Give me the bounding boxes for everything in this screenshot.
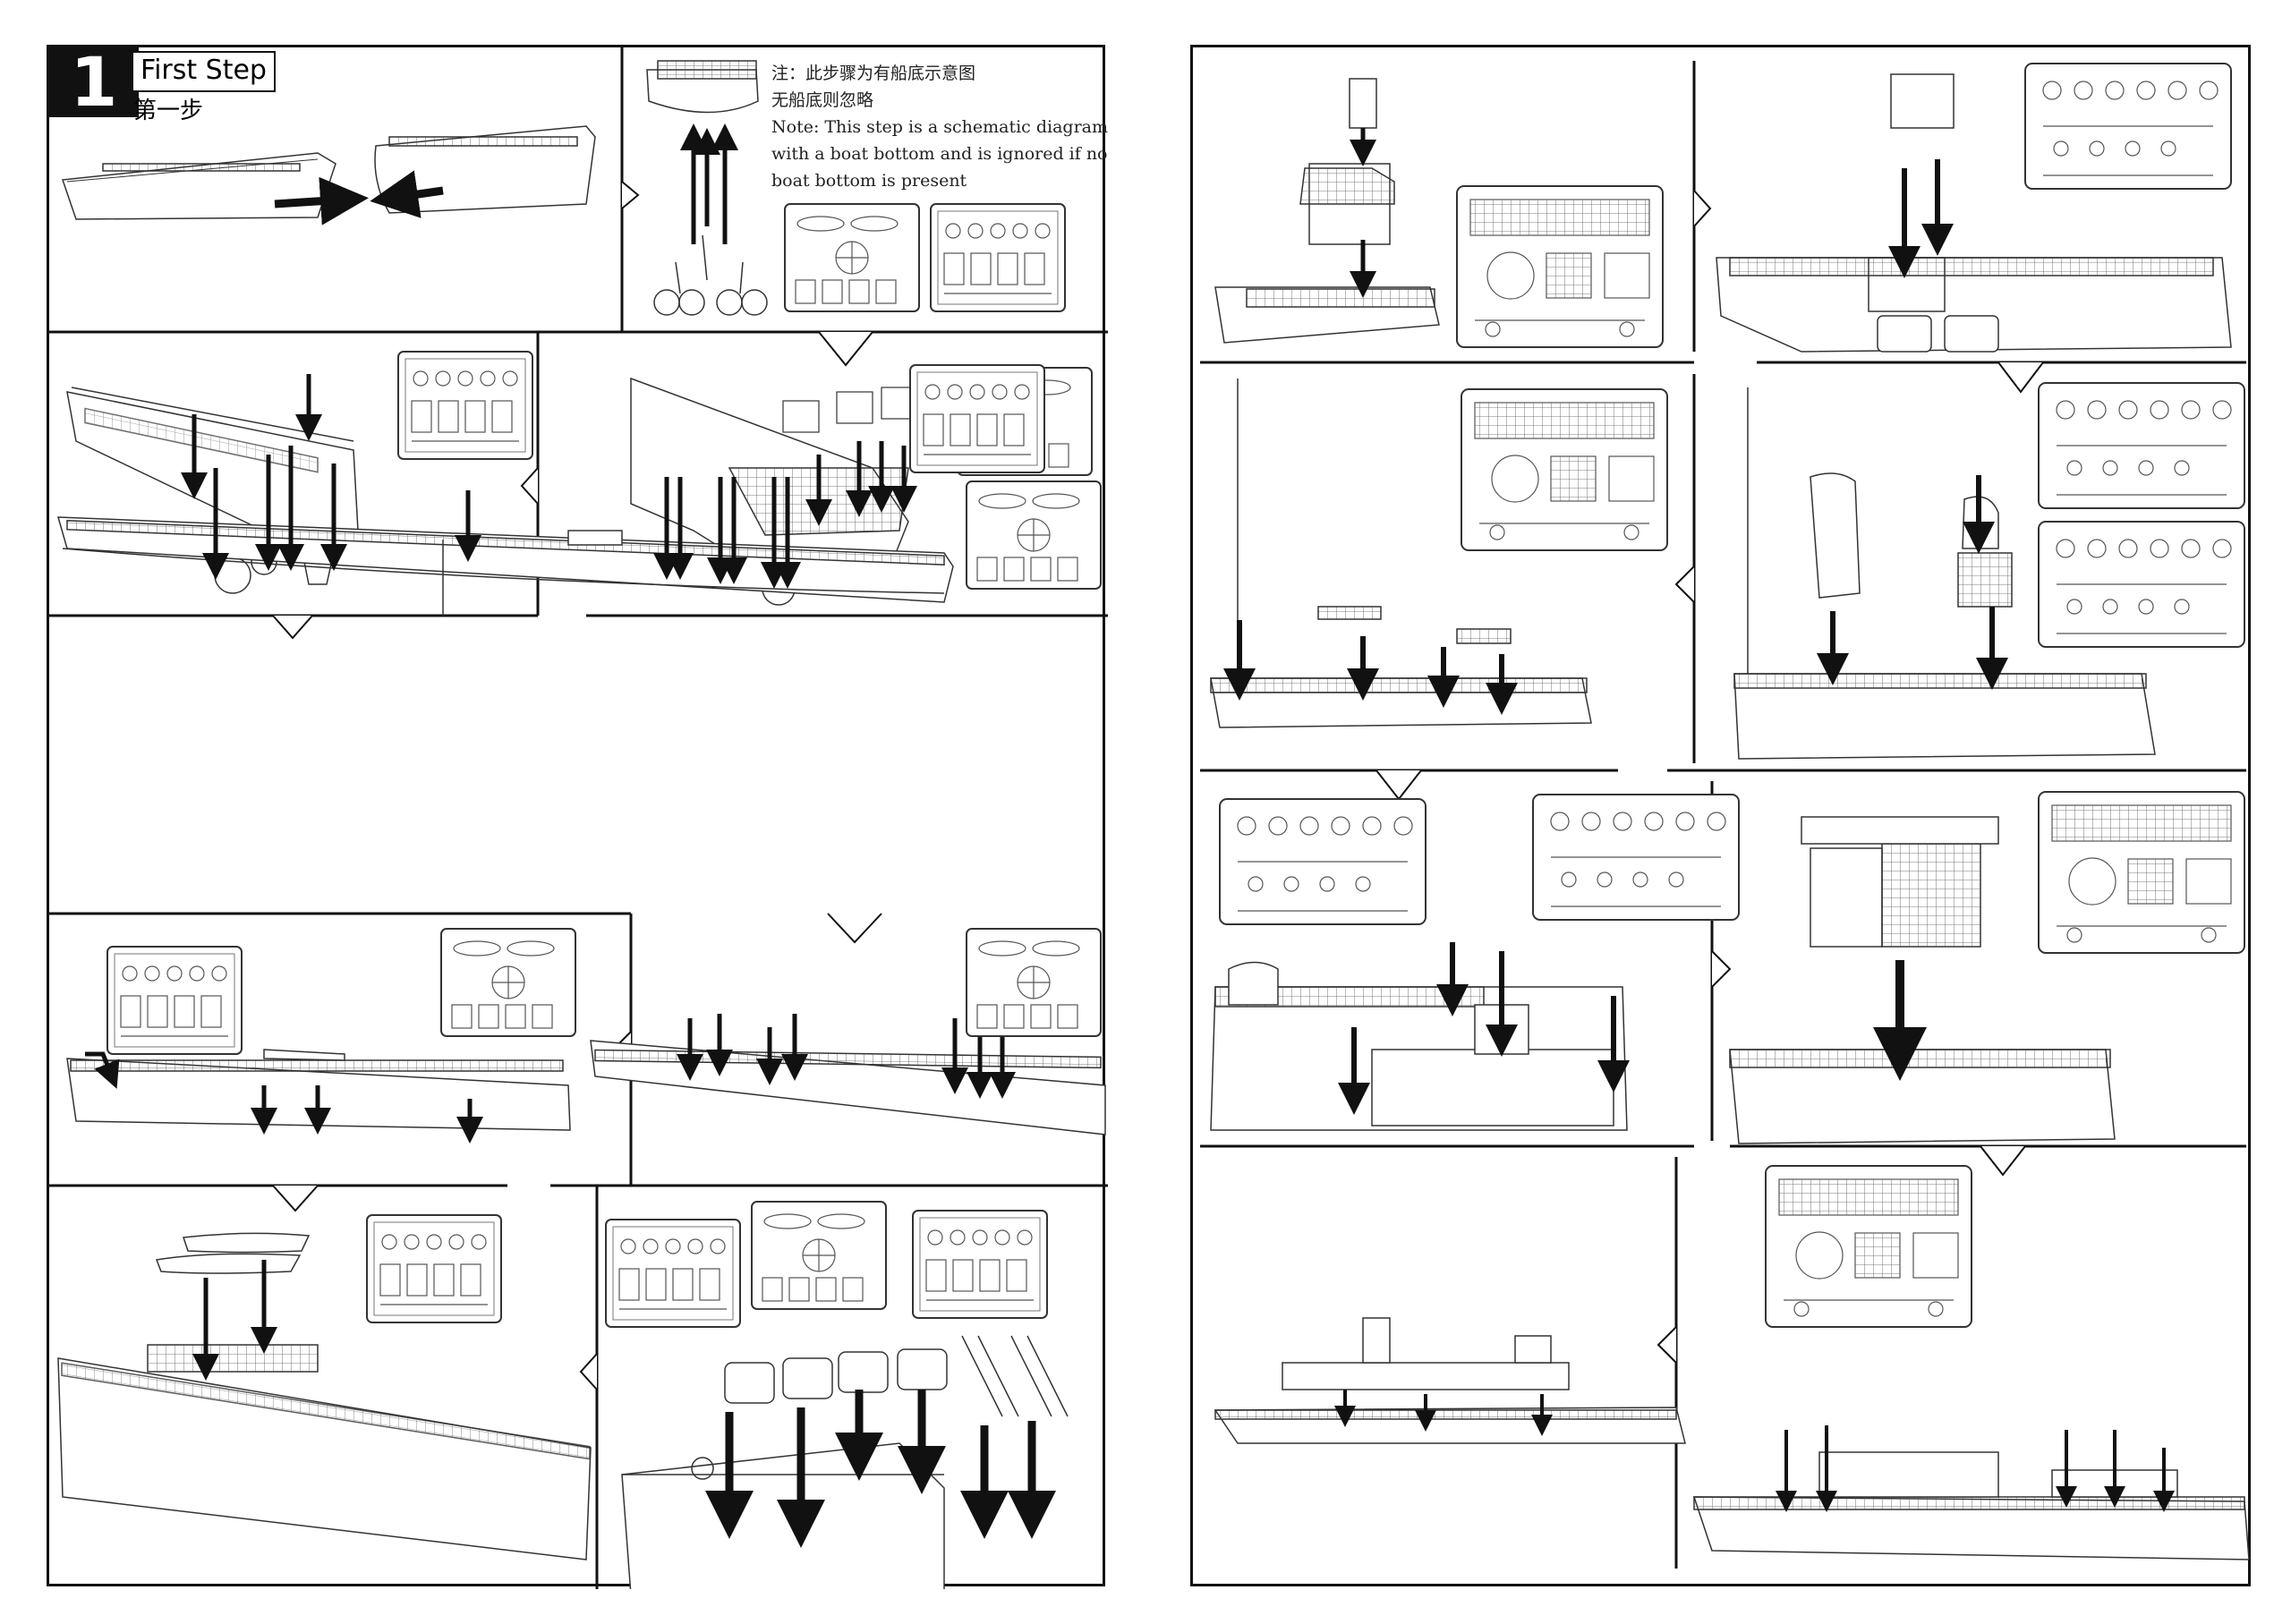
panel-bridge-rafts — [621, 1335, 1069, 1589]
left-page-diagrams — [49, 47, 1108, 1589]
note-en-line-3: boat bottom is present — [771, 171, 967, 191]
note-zh-line-2: 无船底则忽略 — [771, 90, 874, 110]
right-page-diagrams — [1200, 61, 2250, 1569]
step-title-english: First Step — [132, 51, 276, 92]
panel-propellers — [646, 60, 768, 316]
panel-aa-guns — [1210, 961, 1628, 1131]
step-number-badge: 1 — [49, 47, 139, 117]
instruction-page-right — [1190, 45, 2251, 1586]
note-en-line-1: Note: This step is a schematic diagram — [771, 117, 1108, 137]
panel-hull-halves — [61, 125, 596, 220]
bottom-hull-note: 注：此步骤为有船底示意图 无船底则忽略 Note: This step is a… — [771, 60, 1111, 194]
panel-boats — [57, 1232, 592, 1560]
panel-bridge-assembly — [1214, 78, 1440, 344]
note-en-line-2: with a boat bottom and is ignored if no — [771, 144, 1108, 164]
step-title-chinese: 第一步 — [133, 98, 204, 124]
panel-mast-deck — [1210, 378, 1592, 728]
panel-final-details — [1692, 1451, 2250, 1560]
panel-deckhouse — [1716, 257, 2232, 353]
panel-midships-right — [590, 1040, 1106, 1135]
panel-director-tower — [1729, 816, 2116, 1144]
note-zh-line-1: 注：此步骤为有船底示意图 — [771, 64, 976, 83]
instruction-page-left: 1 First Step 第一步 注：此步骤为有船底示意图 无船底则忽略 Not… — [47, 45, 1108, 1589]
panel-ship-profile — [1214, 1317, 1686, 1444]
